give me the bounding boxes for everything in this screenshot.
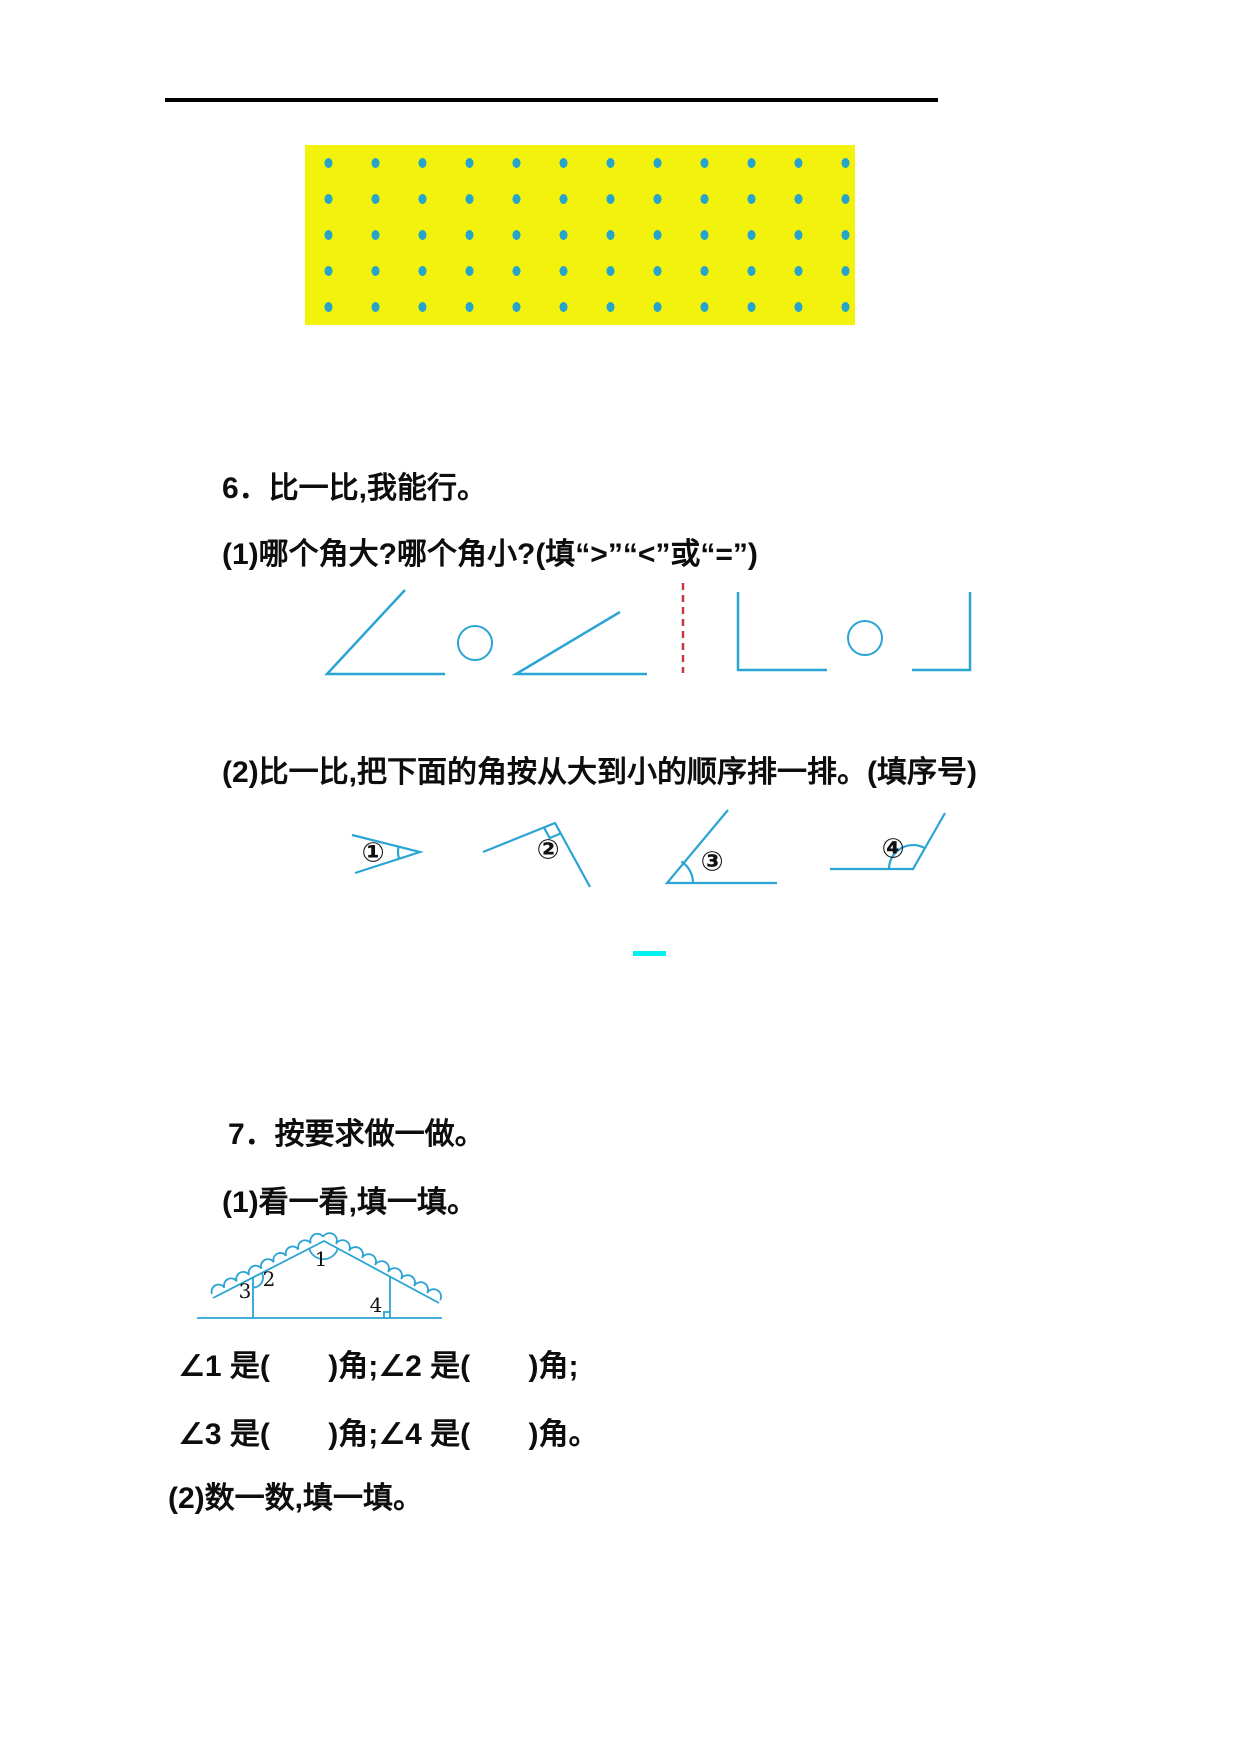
roof-left-scallops xyxy=(210,1232,324,1295)
roof-edges xyxy=(212,1239,440,1304)
right-angle-marker xyxy=(383,1311,390,1318)
q6-part2-label: (2)比一比,把下面的角按从大到小的顺序排一排。(填序号) xyxy=(222,756,977,789)
house-angle-2-label: 2 xyxy=(263,1267,276,1291)
dot-grid-panel xyxy=(305,145,855,325)
angle-2-right-angle-marker xyxy=(542,826,562,840)
angle-3-label: ③ xyxy=(701,847,724,878)
angle-2-label: ② xyxy=(537,835,560,866)
angle-1-rays xyxy=(351,833,424,875)
answer-circle-2 xyxy=(847,620,883,656)
house-figure: 1 2 3 4 xyxy=(197,1232,442,1319)
q7-fill-line-2: ∠3 是( )角;∠4 是( )角。 xyxy=(178,1418,599,1451)
house-angle-1-label: 1 xyxy=(315,1247,328,1271)
apex-angle-arc xyxy=(308,1247,339,1260)
q7-fill-line-1: ∠1 是( )角;∠2 是( )角; xyxy=(178,1350,579,1383)
angle-right-1 xyxy=(736,592,827,672)
angle-comparison-figure xyxy=(324,583,972,676)
angle-left-2 xyxy=(511,610,647,676)
numbered-angles-figure: ① ② ③ ④ xyxy=(351,809,946,888)
angle-1-arc xyxy=(396,846,401,860)
angle-2-rays xyxy=(482,821,591,888)
angle-4-arc xyxy=(887,843,926,870)
q6-title: 6．比一比,我能行。 xyxy=(222,472,488,505)
angle-3-rays xyxy=(664,809,777,885)
angle-3-arc xyxy=(680,860,695,884)
house-angle-3-label: 3 xyxy=(239,1279,252,1303)
roof-right-scallops xyxy=(322,1232,442,1301)
left-post-angle-arc xyxy=(252,1272,264,1289)
answer-circle-1 xyxy=(457,625,493,661)
angle-left-1 xyxy=(324,589,445,676)
angle-4-rays xyxy=(830,812,946,871)
q7-part1-label: (1)看一看,填一填。 xyxy=(222,1186,477,1219)
cyan-dash-mark xyxy=(633,951,666,956)
top-rule xyxy=(165,98,938,102)
angle-1-label: ① xyxy=(362,838,385,869)
q6-part1-label: (1)哪个角大?哪个角小?(填“>”“<”或“=”) xyxy=(222,538,758,571)
angle-right-2 xyxy=(912,592,972,672)
q7-title: 7．按要求做一做。 xyxy=(228,1118,485,1151)
q7-part2-label: (2)数一数,填一填。 xyxy=(168,1482,423,1515)
angle-4-label: ④ xyxy=(882,834,905,865)
house-angle-4-label: 4 xyxy=(370,1293,383,1317)
